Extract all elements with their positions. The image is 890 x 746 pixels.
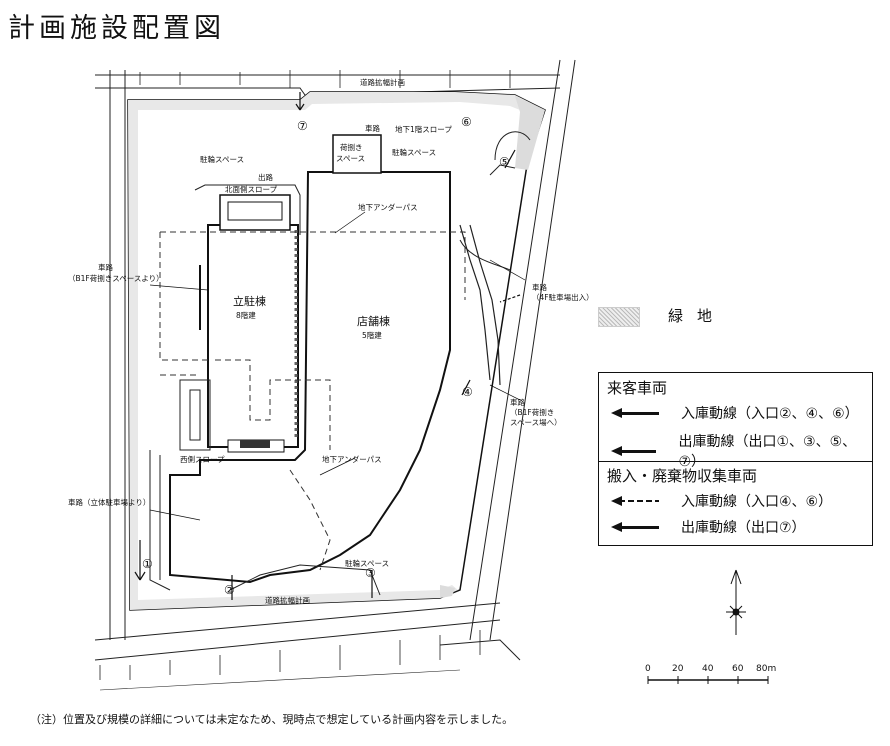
scale-bar: 0 20 40 60 80m	[645, 664, 776, 684]
loading-space-name-2: スペース	[336, 154, 365, 163]
underground-outline	[159, 231, 466, 571]
north-arrow-icon	[726, 569, 746, 635]
scale-tick-60: 60	[732, 664, 744, 674]
road-left1-label: 車路	[98, 262, 113, 272]
visitor-in-row: 入庫動線（入口②、④、⑥）	[611, 403, 859, 423]
page-title: 計画施設配置図	[8, 13, 225, 44]
entrance-7: ⑦	[297, 119, 308, 133]
green-area-label: 緑地	[668, 307, 727, 325]
visitor-out-arrow-icon	[611, 446, 657, 456]
visitor-in-arrow-icon	[611, 408, 659, 418]
scale-tick-0: 0	[645, 664, 651, 674]
entrance-4: ④	[462, 385, 473, 399]
basement-slope-label: 地下1階スロープ	[395, 124, 452, 134]
entrance-5: ⑤	[499, 155, 510, 169]
parking-building: 立駐棟 8階建	[207, 194, 299, 453]
underpass-top-label: 地下アンダーパス	[358, 202, 418, 212]
freight-in-label: 入庫動線（入口④、⑥）	[681, 494, 833, 510]
road-right1-sub: （4F駐車場出入）	[532, 292, 594, 302]
freight-out-label: 出庫動線（出口⑦）	[681, 520, 806, 536]
freight-out-row: 出庫動線（出口⑦）	[611, 517, 806, 537]
road-right2-sub2: スペース場へ）	[510, 417, 562, 427]
west-slope-label: 西側スロープ	[180, 454, 225, 464]
traffic-arrows	[134, 92, 521, 600]
visitor-vehicle-title: 来客車両	[607, 379, 668, 397]
freight-in-arrow-icon	[611, 496, 659, 506]
ramp-exit-label: 出路	[258, 172, 273, 182]
entrance-1: ①	[142, 557, 153, 571]
road-left1-sub: （B1F荷捌きスペースより）	[68, 273, 164, 283]
underpass-bottom-label: 地下アンダーパス	[322, 454, 382, 464]
scale-tick-20: 20	[672, 664, 684, 674]
store-building-name: 店舗棟	[357, 314, 390, 328]
bicycle-space-top-right: 駐輪スペース	[392, 147, 436, 157]
entrance-3: ③	[365, 566, 376, 580]
bicycle-space-top-left: 駐輪スペース	[200, 154, 244, 164]
road-left2-label: 車路（立体駐車場より）	[68, 497, 150, 507]
site-boundary	[127, 91, 546, 611]
footnote: （注）位置及び規模の詳細については未定なため、現時点で想定している計画内容を示し…	[30, 713, 514, 726]
visitor-vehicle-section: 来客車両 入庫動線（入口②、④、⑥） 出庫動線（出口①、③、⑤、⑦）	[599, 373, 872, 470]
freight-in-row: 入庫動線（入口④、⑥）	[611, 491, 832, 511]
parking-building-floors: 8階建	[236, 310, 256, 320]
road-right1-label: 車路	[532, 282, 547, 292]
store-building: 店舗棟 5階建	[169, 171, 451, 584]
parking-building-name: 立駐棟	[233, 294, 266, 308]
leader-lines	[149, 211, 526, 521]
driveways	[149, 131, 531, 596]
street-bottom-label: 道路拡幅計画	[265, 595, 310, 605]
freight-out-arrow-icon	[611, 522, 659, 532]
north-slope-label: 北面側スロープ	[225, 184, 278, 194]
loading-space-name: 荷捌き	[340, 142, 363, 152]
scale-tick-40: 40	[702, 664, 714, 674]
freight-vehicle-title: 搬入・廃棄物収集車両	[607, 467, 758, 485]
road-right2-sub: （B1F荷捌き	[510, 407, 554, 417]
scale-tick-80: 80m	[756, 664, 776, 674]
bicycle-space-bottom: 駐輪スペース	[345, 558, 389, 568]
entrance-2: ②	[224, 583, 235, 597]
surrounding-streets	[94, 59, 576, 691]
freight-vehicle-section: 搬入・廃棄物収集車両 入庫動線（入口④、⑥） 出庫動線（出口⑦）	[599, 461, 872, 545]
visitor-out-label: 出庫動線（出口①、③、⑤、⑦）	[678, 434, 857, 470]
visitor-in-label: 入庫動線（入口②、④、⑥）	[681, 406, 859, 422]
entrance-6: ⑥	[461, 115, 472, 129]
green-area-swatch	[598, 307, 640, 327]
road-right2-label: 車路	[510, 397, 525, 407]
visitor-out-row: 出庫動線（出口①、③、⑤、⑦）	[611, 431, 872, 471]
loading-space: 荷捌き スペース	[332, 134, 382, 174]
store-building-floors: 5階建	[362, 330, 382, 340]
traffic-legend: 来客車両 入庫動線（入口②、④、⑥） 出庫動線（出口①、③、⑤、⑦） 搬入・廃棄…	[598, 372, 873, 546]
road-top-label: 車路	[365, 123, 380, 133]
street-top-label: 道路拡幅計画	[360, 77, 405, 87]
